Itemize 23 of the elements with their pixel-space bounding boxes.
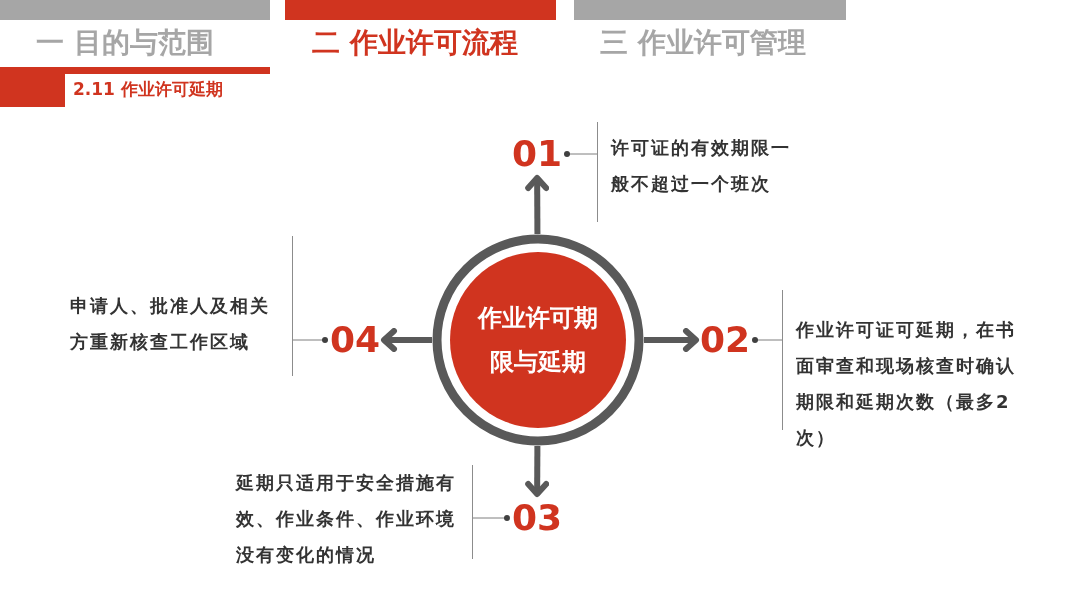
leader-line (472, 515, 510, 521)
text-block (70, 236, 293, 376)
step-number: 02 (699, 320, 751, 360)
description-text: 延期只适用于安全措施有效、作业条件、作业环境没有变化的情况 (236, 471, 457, 567)
description-text: 许可证的有效期限一般不超过一个班次 (611, 136, 792, 196)
center-circle (432, 234, 644, 446)
step-number: 01 (511, 134, 563, 174)
leader-line (564, 151, 598, 157)
leader-line (752, 337, 783, 343)
step-number: 03 (511, 498, 563, 538)
leader-line (292, 337, 328, 343)
tab-title: 二 作业许可流程 (312, 25, 518, 61)
step-number: 04 (329, 320, 381, 360)
tab-title: 三 作业许可管理 (600, 25, 806, 61)
arrow (644, 328, 699, 352)
arrow (381, 328, 432, 352)
circle-title: 作业许可期限与延期 (476, 303, 599, 378)
arrow (525, 175, 550, 235)
description-text: 申请人、批准人及相关方重新核查工作区域 (70, 294, 271, 354)
section-title: 2.11 作业许可延期 (73, 78, 223, 101)
arrow (525, 446, 550, 497)
tab-title: 一 目的与范围 (36, 25, 214, 61)
description-text: 作业许可证可延期，在书面审查和现场核查时确认期限和延期次数（最多2次） (796, 318, 1017, 450)
